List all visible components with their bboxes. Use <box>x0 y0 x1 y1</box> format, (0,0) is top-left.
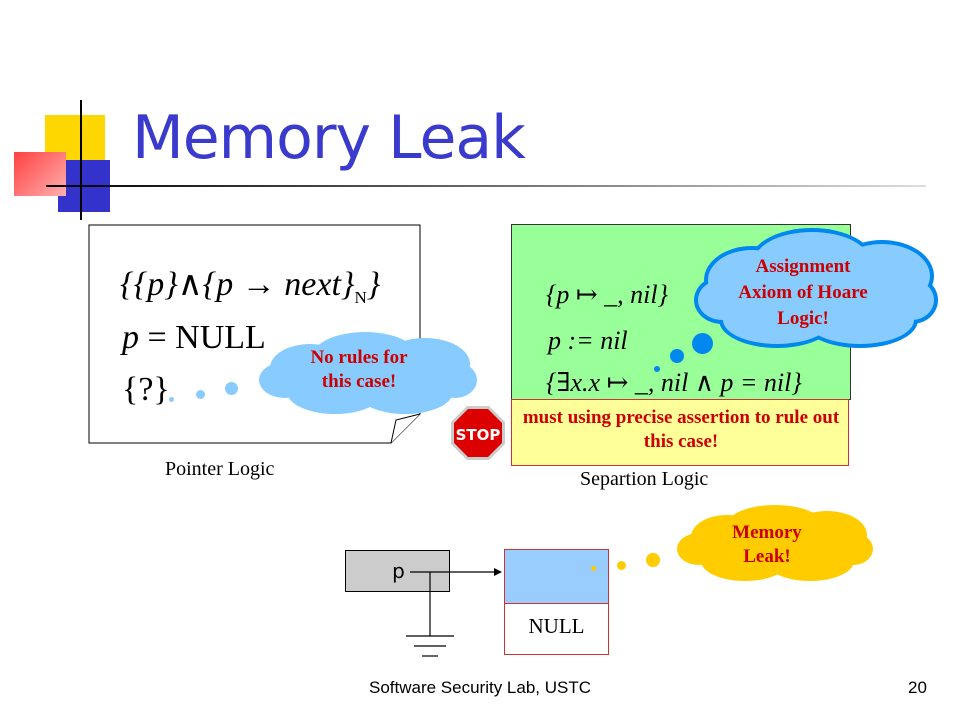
thought-dot <box>692 333 713 354</box>
slide-title: Memory Leak <box>132 103 526 173</box>
pointer-formula-2-var: p <box>122 319 139 356</box>
pointer-variable-box: p <box>345 550 450 592</box>
assignment-axiom-cloud <box>694 228 938 348</box>
no-rules-cloud-text: No rules for this case! <box>310 347 408 392</box>
separation-formula-assign: p := nil <box>548 326 628 355</box>
memory-leak-cloud <box>677 505 873 581</box>
separation-logic-caption: Separtion Logic <box>580 468 709 490</box>
pointer-variable-label: p <box>392 559 405 583</box>
thought-dot <box>654 366 660 372</box>
pointer-arrow-and-ground <box>406 568 502 657</box>
memory-leak-cloud-text: Memory Leak! <box>732 522 802 567</box>
stop-sign-icon: STOP <box>451 406 505 460</box>
precise-assertion-note: must using precise assertion to rule out… <box>511 399 849 466</box>
no-rules-cloud <box>259 332 477 414</box>
decor-vertical-line <box>80 100 82 220</box>
pointer-logic-caption: Pointer Logic <box>165 458 275 480</box>
thought-dot <box>591 566 596 571</box>
memory-node-data-cell <box>505 550 608 604</box>
separation-formula-post: {∃x.x ↦ _, nil ∧ p = nil} <box>546 368 802 397</box>
memory-node: NULL <box>504 549 609 655</box>
pointer-formula-1-sub: N <box>354 287 367 307</box>
thought-dot <box>617 561 626 570</box>
pointer-formula-post: {?} <box>122 371 170 408</box>
page-number: 20 <box>908 678 927 697</box>
decor-red-square <box>14 152 66 196</box>
thought-dot <box>225 382 238 395</box>
pointer-formula-assign: p = NULL <box>122 318 266 358</box>
thought-dot <box>670 349 684 363</box>
pointer-formula-pre: {{p}∧{p → next}N} <box>120 265 380 318</box>
pointer-formula-1-end: } <box>366 266 381 303</box>
assignment-axiom-cloud-text: Assignment Axiom of Hoare Logic! <box>738 256 868 329</box>
stop-sign-text: STOP <box>456 426 501 444</box>
memory-node-null-label: NULL <box>528 614 585 638</box>
decor-horizontal-line <box>46 185 926 187</box>
thought-dot <box>196 390 205 399</box>
thought-dot <box>169 397 174 402</box>
pointer-formula-2-rest: = NULL <box>139 319 266 356</box>
precise-assertion-note-text: must using precise assertion to rule out… <box>522 407 840 452</box>
separation-formula-pre: {p ↦ _, nil} <box>546 280 669 309</box>
pointer-formula-1: {{p}∧{p → next} <box>120 266 355 303</box>
slide-footer: Software Security Lab, USTC <box>368 678 592 697</box>
thought-dot <box>646 553 660 567</box>
